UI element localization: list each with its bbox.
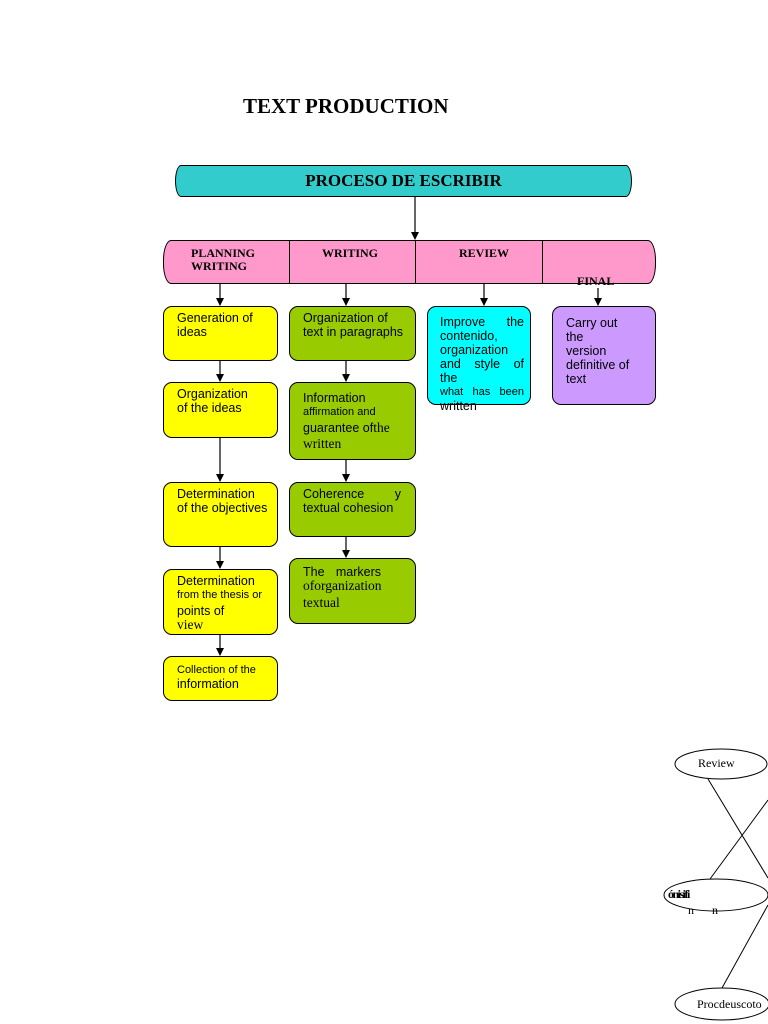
page-title: TEXT PRODUCTION: [243, 94, 449, 118]
box-text-line: written: [440, 399, 477, 413]
box-text-line: affirmation and: [303, 406, 376, 418]
box-text-line: and style of the: [440, 357, 524, 385]
box-text-line: The markers: [303, 565, 381, 579]
writing-box-information: Information affirmation and guarantee of…: [289, 382, 416, 460]
writing-box-paragraphs: Organization of text in paragraphs: [289, 306, 416, 361]
planning-box-generation: Generation of ideas: [163, 306, 278, 361]
box-text-line: ideas: [177, 325, 207, 339]
box-text-line: of the objectives: [177, 501, 268, 515]
box-text-line: contenido,: [440, 329, 498, 343]
box-text-line: textual: [303, 595, 340, 610]
box-text-line: what has been: [440, 386, 524, 398]
process-header: PROCESO DE ESCRIBIR: [175, 165, 632, 197]
box-text-line: Organization of: [303, 311, 388, 325]
box-text-line: textual cohesion: [303, 501, 394, 515]
box-text-line: the: [566, 330, 584, 344]
planning-box-collection: Collection of the information: [163, 656, 278, 701]
category-final: FINAL: [577, 274, 615, 288]
box-text-line: Determination: [177, 487, 255, 501]
side-node-bottom: Procdeuscoto: [697, 997, 762, 1011]
box-text-line: Coherence y: [303, 487, 401, 501]
side-node-middle-sub: n: [712, 903, 718, 917]
final-box-version: Carry out the version definitive of text: [552, 306, 656, 405]
box-text-line: the: [373, 420, 390, 435]
planning-box-objectives: Determination of the objectives: [163, 482, 278, 547]
side-node-middle-sub: n: [688, 903, 694, 917]
box-text-line: Improve the: [440, 315, 524, 329]
writing-box-markers: The markers oforganization textual: [289, 558, 416, 624]
box-text-line: Organization: [177, 387, 248, 401]
box-text-line: of the ideas: [177, 401, 242, 415]
box-text-line: Carry out: [566, 316, 618, 330]
category-bar: PLANNING WRITING WRITING REVIEW FINAL: [163, 240, 656, 288]
box-text-line: view: [177, 617, 204, 632]
box-text-line: definitive of: [566, 358, 630, 372]
box-text-line: written: [303, 436, 342, 451]
writing-box-coherence: Coherence y textual cohesion: [289, 482, 416, 537]
category-divider: [289, 241, 290, 283]
planning-box-organization: Organization of the ideas: [163, 382, 278, 438]
category-writing: WRITING: [322, 246, 379, 260]
box-text-line: from the thesis or: [177, 589, 262, 601]
box-text-line: version: [566, 344, 607, 358]
box-text-line: points of: [177, 604, 225, 618]
box-text-line: of: [303, 578, 315, 593]
box-text-line: text in paragraphs: [303, 325, 404, 339]
box-text-line: organization: [440, 343, 509, 357]
box-text-line: organization: [314, 578, 382, 593]
category-review: REVIEW: [459, 246, 510, 260]
box-text-line: information: [177, 677, 239, 691]
category-divider: [542, 241, 543, 283]
box-text-line: text: [566, 372, 587, 386]
category-divider: [415, 241, 416, 283]
box-text-line: Information: [303, 391, 366, 405]
box-text-line: Generation of: [177, 311, 253, 325]
category-planning: PLANNING WRITING: [191, 247, 255, 273]
box-text-line: guarantee of: [303, 421, 374, 435]
planning-box-thesis: Determination from the thesis or points …: [163, 569, 278, 635]
box-text-line: Collection of the: [177, 664, 256, 676]
review-box-improve: Improve the contenido, organization and …: [427, 306, 531, 413]
category-planning-line1: PLANNING: [191, 246, 256, 260]
box-text-line: Determination: [177, 574, 255, 588]
side-node-middle: ónisifi: [668, 887, 690, 901]
side-node-review: Review: [698, 756, 735, 770]
category-planning-line2: WRITING: [191, 259, 248, 273]
